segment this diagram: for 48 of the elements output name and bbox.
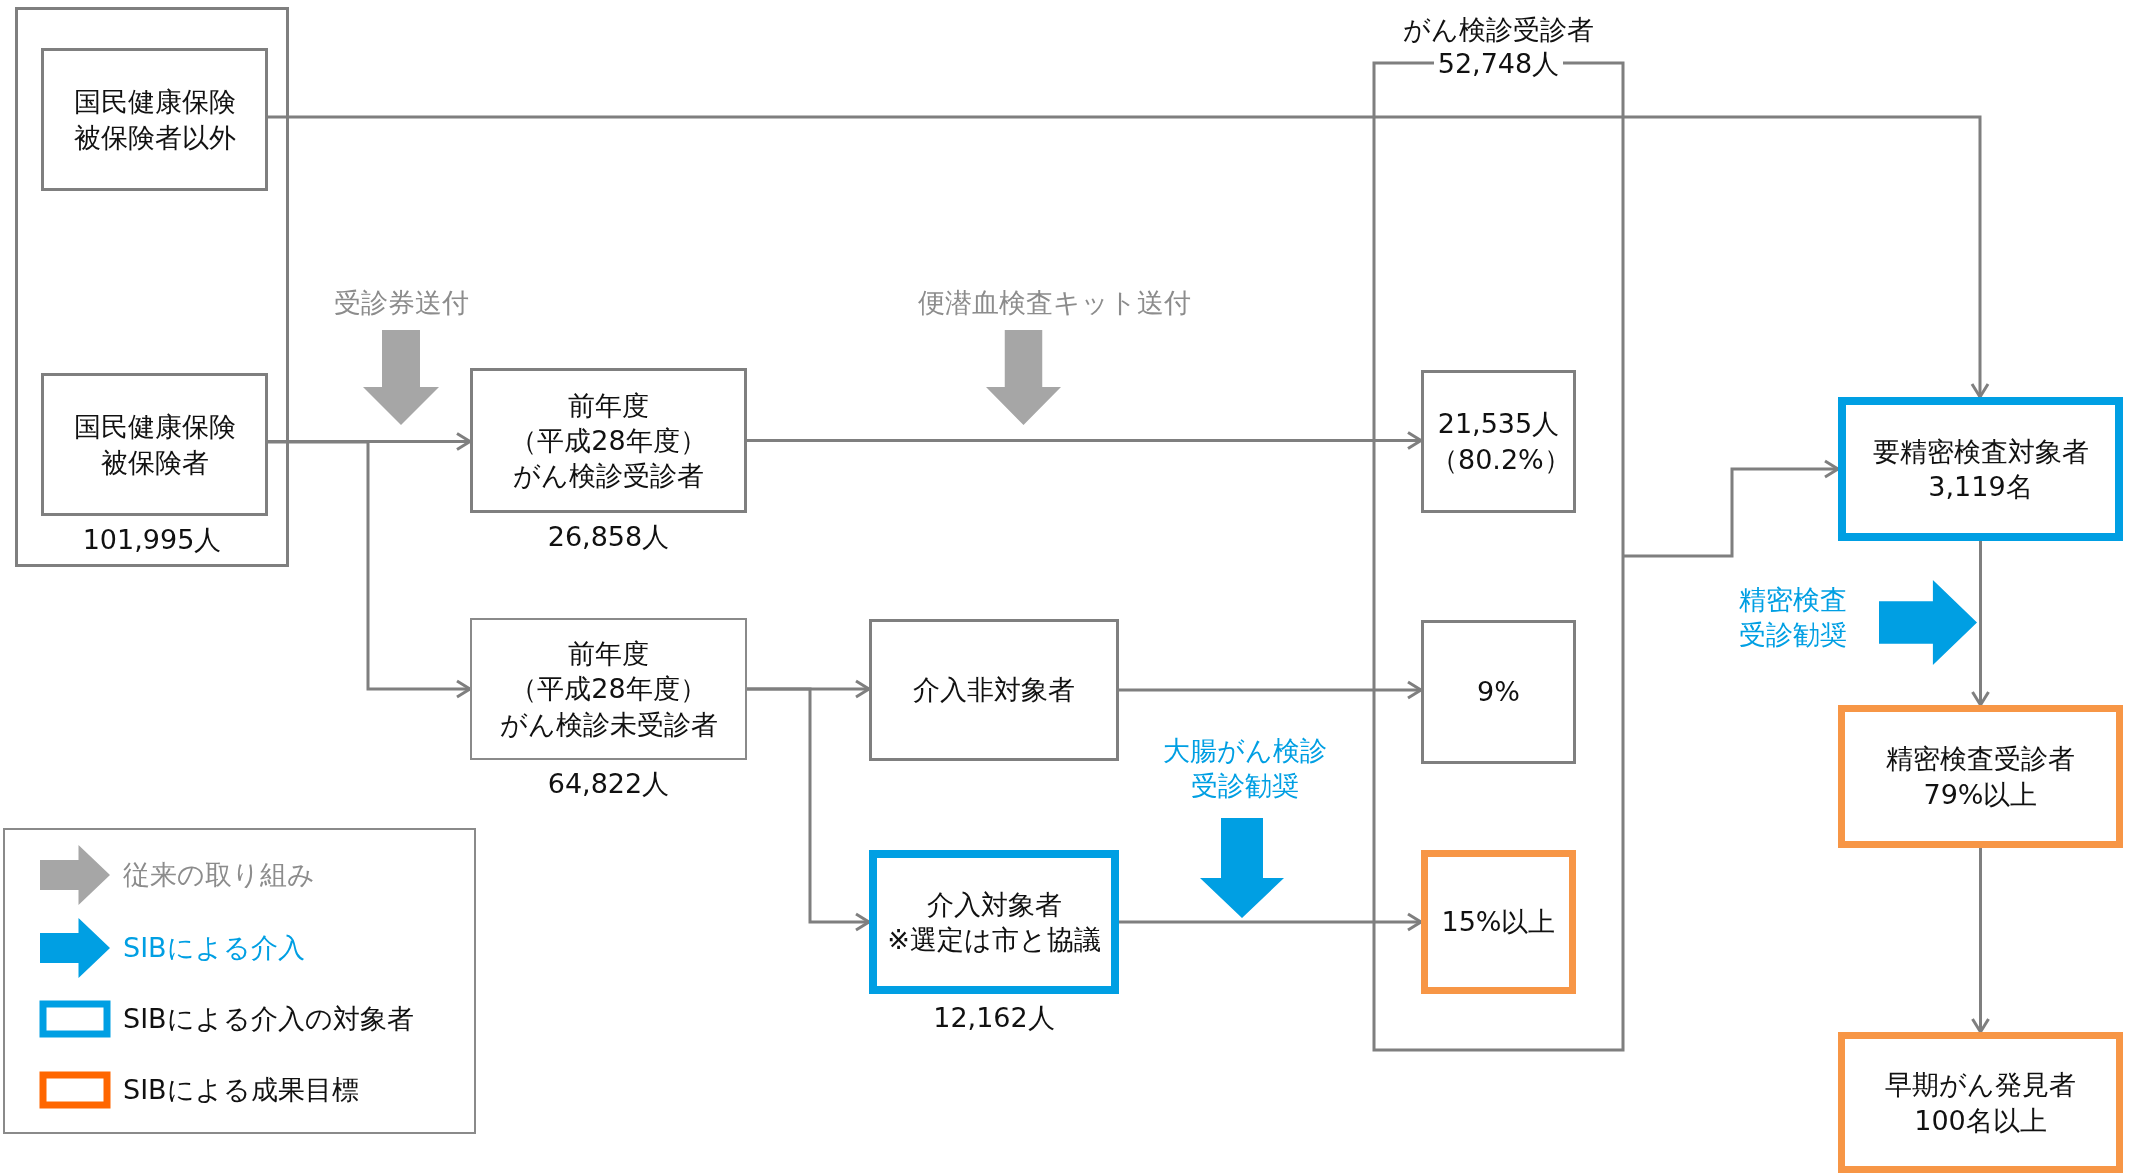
annotation-text: 大腸がん検診受診勧奨 bbox=[1163, 734, 1328, 804]
count-label: 52,748人 bbox=[1436, 47, 1561, 81]
goal-box bbox=[1421, 850, 1576, 994]
arrow bbox=[1119, 680, 1423, 700]
arrow bbox=[1971, 541, 1990, 707]
box-text: 前年度（平成28年度）がん検診受診者 bbox=[509, 388, 708, 494]
group-box bbox=[15, 7, 289, 567]
arrow bbox=[747, 687, 871, 932]
count-label: 12,162人 bbox=[932, 1001, 1056, 1035]
legend-text: SIBによる介入 bbox=[123, 931, 305, 965]
arrow bbox=[1623, 459, 1840, 558]
legend-text: 従来の取り組み bbox=[123, 858, 315, 892]
legend-text: SIBによる介入の対象者 bbox=[123, 1002, 414, 1036]
box-text: 国民健康保険被保険者 bbox=[72, 410, 237, 480]
process-box bbox=[1421, 370, 1576, 513]
box-text: 介入非対象者 bbox=[913, 673, 1075, 708]
annotation-text: 受診券送付 bbox=[332, 286, 470, 320]
box-text: 早期がん発見者100名以上 bbox=[1884, 1068, 2077, 1138]
right-arrow-icon bbox=[1879, 580, 1977, 665]
box-text: 9% bbox=[1477, 675, 1520, 710]
box-text: 介入対象者 bbox=[926, 887, 1062, 922]
process-box bbox=[470, 368, 747, 513]
arrow bbox=[1971, 848, 1990, 1034]
process-box bbox=[41, 373, 268, 516]
process-box bbox=[1421, 620, 1576, 764]
count-label: 101,995人 bbox=[81, 523, 223, 557]
arrow bbox=[1119, 912, 1423, 932]
target-box bbox=[1838, 397, 2123, 541]
box-text: 前年度（平成28年度）がん検診未受診者 bbox=[498, 637, 719, 742]
annotation-text: 便潜血検査キット送付 bbox=[916, 286, 1192, 320]
box-text: 21,535人（80.2%） bbox=[1431, 407, 1566, 477]
count-label: 26,858人 bbox=[546, 520, 671, 554]
box-text: 15%以上 bbox=[1441, 905, 1556, 940]
box-text: ※選定は市と協議 bbox=[887, 923, 1101, 957]
box-text: 国民健康保険被保険者以外 bbox=[72, 85, 237, 155]
goal-box bbox=[1838, 1032, 2123, 1173]
legend-text: SIBによる成果目標 bbox=[123, 1073, 359, 1107]
target-box bbox=[869, 850, 1119, 994]
process-box bbox=[869, 619, 1119, 761]
annotation-text: 精密検査受診勧奨 bbox=[1738, 583, 1849, 653]
goal-box bbox=[1838, 705, 2123, 848]
group-heading: がん検診受診者 bbox=[1402, 13, 1595, 47]
box-text: 精密検査受診者79%以上 bbox=[1885, 742, 2076, 812]
process-box bbox=[41, 48, 268, 191]
process-box bbox=[470, 618, 747, 760]
arrow bbox=[747, 431, 1423, 450]
box-text: 要精密検査対象者3,119名 bbox=[1871, 434, 2090, 504]
count-label: 64,822人 bbox=[546, 767, 671, 801]
